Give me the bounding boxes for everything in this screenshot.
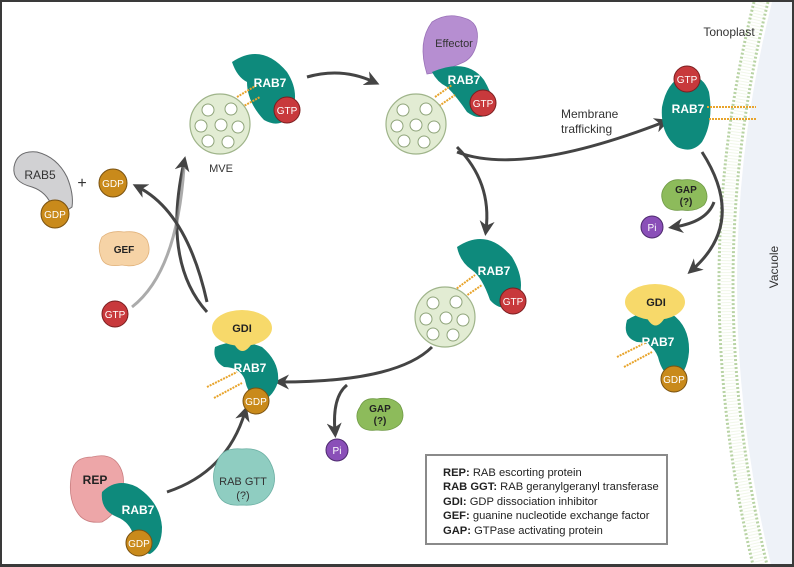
rep-rab7-gdp-group: [69, 455, 162, 557]
gdp-label: GDP: [128, 539, 150, 550]
gdi-rab7-gdp-left-group: [206, 310, 279, 415]
gtp-label: GTP: [677, 75, 698, 86]
arrow-membrane-trafficking: [456, 118, 670, 162]
gdi-protein-shape: [212, 310, 272, 346]
tonoplast-membrane-outer: [717, 2, 756, 564]
membrane-trafficking-label-2: trafficking: [561, 122, 612, 136]
vacuole-region: [737, 2, 792, 564]
gdp-circle: [125, 529, 153, 557]
rab7-protein-shape: [625, 311, 690, 380]
gdp-circle: [242, 387, 270, 415]
gdp-label: GDP: [44, 210, 66, 221]
rab5-gdp-group: [13, 151, 73, 229]
plus-label: +: [77, 175, 86, 192]
gef-label: GEF: [114, 245, 135, 256]
gdp-circle: [40, 199, 70, 229]
tonoplast-membrane-inner: [731, 2, 770, 564]
arrow-rab7-to-gdi-complex: [274, 345, 434, 390]
arrow-gtp-to-mve: [131, 166, 186, 309]
arrow-to-pi-right: [668, 201, 716, 234]
gtp-label: GTP: [503, 297, 524, 308]
gap-label: GAP: [675, 185, 697, 196]
legend-item: REP: RAB escorting protein: [443, 467, 582, 479]
arrow-mve-to-effector: [306, 71, 380, 85]
gap-protein-shape: [661, 179, 708, 211]
gdp-circle-free: [98, 168, 128, 198]
gtp-label: GTP: [105, 310, 126, 321]
pi-circle: [325, 438, 349, 462]
gdp-circle: [660, 365, 688, 393]
effector-mve-group: [385, 15, 497, 155]
legend-item: GDI: GDP dissociation inhibitor: [443, 495, 598, 508]
rab7-label: RAB7: [478, 264, 511, 278]
lipid-anchor: [707, 106, 756, 120]
lipid-anchor: [206, 371, 243, 399]
rab-gtt-q-label: (?): [236, 490, 249, 502]
gtp-label: GTP: [473, 99, 494, 110]
effector-label: Effector: [435, 38, 473, 50]
arrow-gdi-to-mve-cycle: [174, 156, 209, 314]
arrow-to-pi-lower: [326, 383, 349, 438]
gdp-label: GDP: [102, 179, 124, 190]
mve-rab7-gtp-lower-group: [414, 239, 527, 348]
mve-label: MVE: [209, 163, 233, 175]
legend-item: GAP: GTPase activating protein: [443, 524, 603, 537]
gap-q-label: (?): [374, 416, 387, 427]
legend-item: RAB GGT: RAB geranylgeranyl transferase: [443, 481, 659, 494]
gdp-label: GDP: [663, 375, 685, 386]
lipid-anchor: [616, 341, 653, 368]
rab7-label: RAB7: [642, 335, 675, 349]
arrow-rep-to-gdi: [166, 406, 250, 494]
rab-gtt-protein-shape: [213, 448, 275, 506]
tonoplast-rab7-gtp-group: [661, 65, 756, 150]
gtp-circle: [469, 89, 497, 117]
membrane-trafficking-label-1: Membrane: [561, 107, 619, 121]
effector-protein-shape: [422, 15, 478, 75]
gap-q-label: (?): [680, 197, 693, 208]
rab5-label: RAB5: [24, 168, 56, 182]
arrow-effector-to-rab7-gtp: [455, 145, 495, 236]
pi-label: Pi: [648, 223, 657, 234]
lipid-anchor: [236, 84, 261, 108]
gtp-circle: [499, 287, 527, 315]
pi-circle: [640, 215, 664, 239]
gap-protein-shape: [356, 397, 404, 431]
mve-rab7-gtp-group: [189, 54, 301, 155]
gef-protein-shape: [98, 231, 150, 267]
rab7-label: RAB7: [234, 361, 267, 375]
legend-item: GEF: guanine nucleotide exchange factor: [443, 510, 650, 523]
gap-label: GAP: [369, 404, 391, 415]
gdi-label: GDI: [232, 323, 252, 335]
vacuole-label: Vacuole: [767, 245, 781, 288]
gtp-circle: [273, 96, 301, 124]
arrow-tonoplast-to-gdi: [687, 151, 724, 274]
rab7-label: RAB7: [122, 503, 155, 517]
rab7-protein-shape: [661, 76, 711, 150]
tonoplast-label: Tonoplast: [703, 25, 755, 39]
pi-label: Pi: [333, 446, 342, 457]
rab7-label: RAB7: [254, 76, 287, 90]
gtp-circle: [673, 65, 701, 93]
rab7-protein-shape: [214, 342, 279, 402]
gtp-circle-free: [101, 300, 129, 328]
gdi-rab7-gdp-right-group: [616, 284, 690, 393]
gdp-label: GDP: [245, 397, 267, 408]
gtp-label: GTP: [277, 106, 298, 117]
gdi-protein-shape: [625, 284, 685, 320]
gdi-label: GDI: [646, 297, 666, 309]
arrow-release-gdp: [132, 184, 209, 303]
rep-label: REP: [83, 473, 108, 487]
rab7-label: RAB7: [672, 102, 705, 116]
rab-gtt-label: RAB GTT: [219, 476, 267, 488]
rab5-protein-shape: [13, 151, 73, 212]
rab7-label: RAB7: [448, 73, 481, 87]
lipid-anchor: [434, 84, 456, 107]
abbreviation-legend: REP: RAB escorting protein RAB GGT: RAB …: [425, 454, 668, 545]
